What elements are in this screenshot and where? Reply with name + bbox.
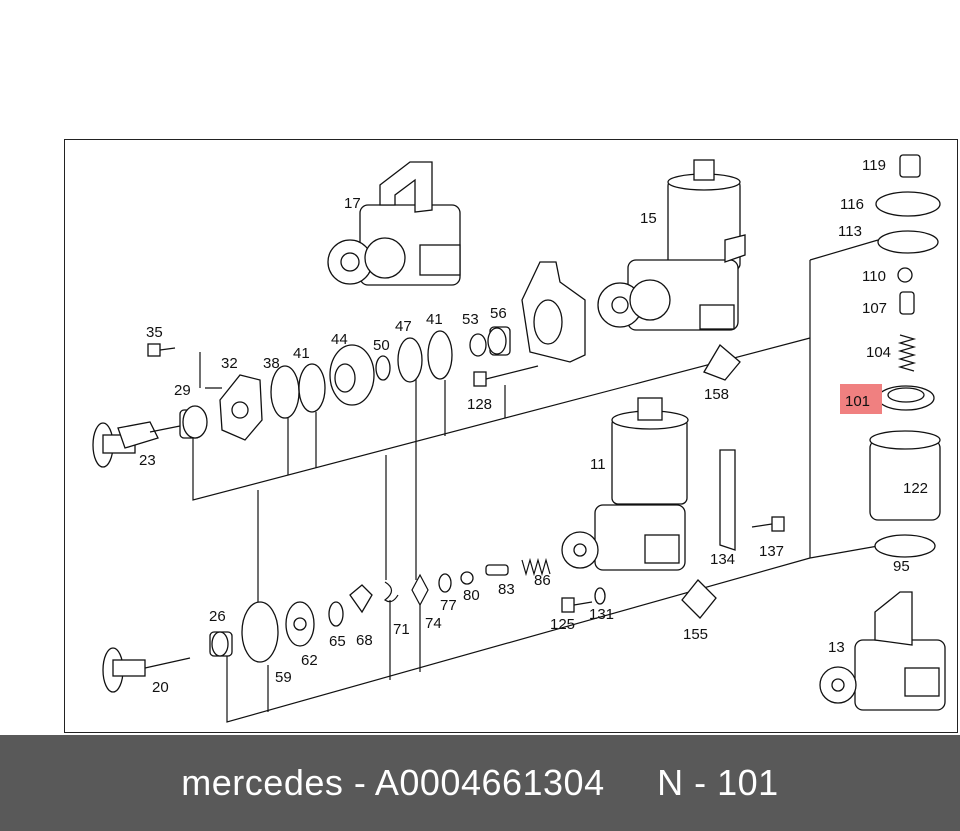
separator: -: [343, 762, 375, 803]
ball-80: [460, 571, 474, 585]
label-65: 65: [329, 633, 346, 650]
label-53: 53: [462, 311, 479, 328]
plate-68: [349, 584, 373, 614]
label-11: 11: [590, 456, 606, 473]
label-74: 74: [425, 615, 442, 632]
label-32: 32: [221, 355, 238, 372]
label-80: 80: [463, 587, 480, 604]
plate-158: [703, 344, 741, 381]
cap-119: [899, 154, 921, 178]
label-158: 158: [704, 386, 729, 403]
ring-77: [438, 573, 452, 593]
label-119: 119: [862, 157, 886, 174]
pump-assembly-17: [327, 161, 461, 286]
bearing-26: [209, 631, 233, 657]
label-83: 83: [498, 581, 515, 598]
label-38: 38: [263, 355, 280, 372]
label-110: 110: [862, 268, 886, 285]
label-41-left: 41: [293, 345, 310, 362]
label-137: 137: [759, 543, 784, 560]
label-122: 122: [903, 480, 928, 497]
bolt-125: [561, 597, 593, 613]
label-20: 20: [152, 679, 169, 696]
seal-ring-113: [877, 230, 939, 254]
label-56: 56: [490, 305, 507, 322]
ring-65: [328, 601, 344, 627]
bolt-107: [899, 291, 915, 315]
rotor-62: [285, 601, 315, 647]
bolt-35: [147, 343, 176, 357]
part-labels: 17 15 119 116 113 110 107 104 101 122 35…: [139, 157, 928, 696]
shaft-20: [102, 647, 191, 693]
label-68: 68: [356, 632, 373, 649]
plate-155: [681, 579, 717, 619]
bearing-56: [487, 326, 511, 356]
label-35: 35: [146, 324, 163, 341]
washer-131: [594, 587, 606, 605]
label-50: 50: [373, 337, 390, 354]
ref-number: 101: [717, 762, 779, 803]
label-101: 101: [845, 393, 870, 410]
label-104: 104: [866, 344, 891, 361]
label-59: 59: [275, 669, 292, 686]
pump-assembly-13: [819, 591, 946, 711]
bolt-128: [473, 365, 539, 387]
label-155: 155: [683, 626, 708, 643]
leader-lines: [192, 239, 879, 723]
o-ring-47: [397, 337, 423, 383]
label-71: 71: [393, 621, 410, 638]
pump-assembly-15: [597, 159, 746, 331]
o-ring-41-left: [298, 363, 326, 413]
filter-housing-122: [869, 430, 941, 521]
cover-116: [875, 191, 941, 217]
label-95: 95: [893, 558, 910, 575]
valve-101: [877, 385, 935, 411]
highlight-box-101: [840, 384, 882, 414]
label-86: 86: [534, 572, 551, 589]
bracket-134: [719, 449, 736, 551]
label-128: 128: [467, 396, 492, 413]
label-134: 134: [710, 551, 735, 568]
label-116: 116: [840, 196, 864, 213]
footer-bar: mercedes - A0004661304 N - 101: [0, 735, 960, 831]
washer-53: [469, 333, 487, 357]
label-131: 131: [589, 606, 614, 623]
ring-50: [375, 355, 391, 381]
label-47: 47: [395, 318, 412, 335]
label-107: 107: [862, 300, 887, 317]
label-29: 29: [174, 382, 191, 399]
pulley-44: [329, 344, 375, 406]
label-26: 26: [209, 608, 226, 625]
o-ring-59: [241, 601, 279, 663]
label-125: 125: [550, 616, 575, 633]
exploded-parts-diagram: 17 15 119 116 113 110 107 104 101 122 35…: [92, 154, 946, 723]
brand-name: mercedes: [181, 762, 344, 803]
clip-71: [383, 581, 399, 603]
gasket-plate: [521, 261, 586, 363]
label-13: 13: [828, 639, 845, 656]
o-ring-41-right: [427, 330, 453, 380]
seal-ring-95: [874, 534, 936, 558]
spring-86: [521, 557, 551, 577]
label-41-right: 41: [426, 311, 443, 328]
vane-housing-32: [219, 374, 263, 441]
spring-104: [897, 334, 917, 372]
ref-prefix: N -: [657, 762, 718, 803]
label-77: 77: [440, 597, 457, 614]
label-23: 23: [139, 452, 156, 469]
pump-assembly-11: [561, 397, 689, 571]
o-ring-38: [270, 365, 300, 419]
label-113: 113: [838, 223, 862, 240]
plunger-83: [485, 564, 509, 576]
shaft-23: [92, 405, 208, 468]
label-17: 17: [344, 195, 361, 212]
label-62: 62: [301, 652, 318, 669]
footer-caption: mercedes - A0004661304 N - 101: [181, 762, 778, 804]
nut-110: [897, 267, 913, 283]
bolt-137: [751, 516, 785, 532]
clip-74: [411, 573, 429, 607]
label-44: 44: [331, 331, 348, 348]
part-number: A0004661304: [374, 762, 605, 803]
label-15: 15: [640, 210, 657, 227]
